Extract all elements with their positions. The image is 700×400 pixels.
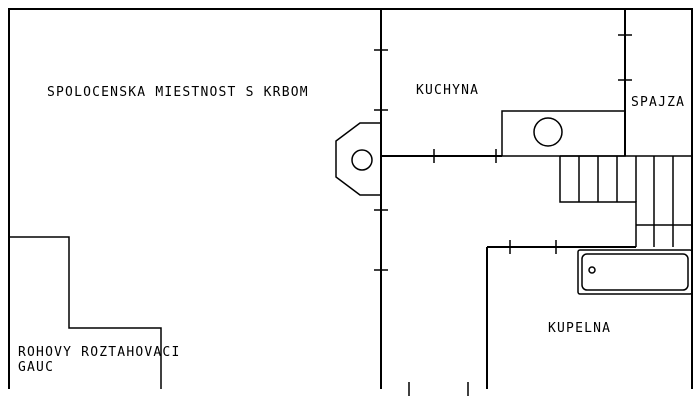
sofa-label-line2: GAUC bbox=[18, 360, 54, 375]
room-label-kitchen: KUCHYNA bbox=[416, 83, 479, 98]
fireplace bbox=[335, 122, 381, 196]
room-label-bathroom: KUPELNA bbox=[548, 321, 611, 336]
kitchen-sink bbox=[533, 117, 563, 147]
sofa-label-line1: ROHOVY ROZTAHOVACI bbox=[18, 345, 180, 360]
bathtub bbox=[577, 249, 693, 295]
kitchen-counter bbox=[501, 110, 626, 157]
corner-sofa bbox=[9, 236, 162, 389]
room-label-living-room: SPOLOCENSKA MIESTNOST S KRBOM bbox=[47, 85, 309, 100]
staircase bbox=[559, 155, 693, 247]
door-marks bbox=[374, 34, 632, 396]
interior-walls bbox=[380, 9, 636, 389]
room-label-pantry: SPAJZA bbox=[631, 95, 685, 110]
